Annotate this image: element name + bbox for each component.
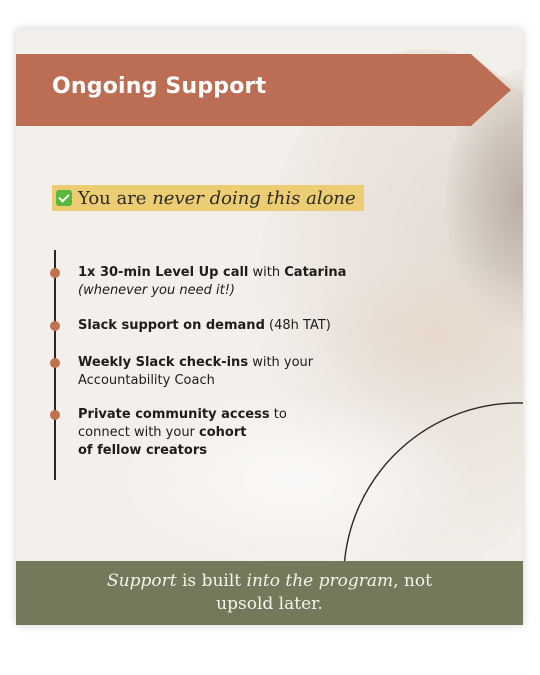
- item-text: with: [248, 265, 285, 280]
- item-text: connect with your: [78, 425, 200, 440]
- support-card: Ongoing Support You are never doing this…: [16, 29, 523, 625]
- list-item: 1x 30-min Level Up call with Catarina (w…: [78, 264, 378, 300]
- check-mark-icon: [56, 190, 72, 206]
- footer-italic: Support: [107, 571, 177, 591]
- bullet-dot: [50, 410, 60, 420]
- item-bold: Slack support on demand: [78, 318, 265, 333]
- footer-banner: Support is built into the program, not u…: [16, 561, 523, 625]
- bullet-dot: [50, 268, 60, 278]
- item-bold: Catarina: [284, 265, 347, 280]
- tagline-prefix: You are: [78, 187, 147, 209]
- banner-arrow-shape: [16, 54, 511, 126]
- list-item: Weekly Slack check-ins with your Account…: [78, 354, 378, 390]
- list-item: Private community access to connect with…: [78, 406, 378, 460]
- item-text: with your: [248, 355, 314, 370]
- footer-plain: , not: [393, 571, 432, 591]
- list-item: Slack support on demand (48h TAT): [78, 317, 378, 335]
- bullet-dot: [50, 358, 60, 368]
- item-text: Accountability Coach: [78, 373, 215, 388]
- bullet-dot: [50, 321, 60, 331]
- tagline-emphasis: never doing this alone: [152, 187, 356, 209]
- footer-italic: into the program: [246, 571, 394, 591]
- tagline-highlight: You are never doing this alone: [52, 185, 364, 211]
- item-bold: Private community access: [78, 407, 270, 422]
- item-italic: (whenever you need it!): [78, 283, 235, 298]
- title-banner: Ongoing Support: [16, 54, 511, 126]
- item-bold: 1x 30-min Level Up call: [78, 265, 249, 280]
- footer-plain: is built: [176, 571, 247, 591]
- background-photo-bedding: [116, 389, 476, 569]
- decorative-arc: [343, 402, 523, 570]
- item-bold: cohort: [199, 425, 247, 440]
- item-text: (48h TAT): [264, 318, 331, 333]
- item-bold: Weekly Slack check-ins: [78, 355, 249, 370]
- item-bold: of fellow creators: [78, 443, 207, 458]
- item-text: to: [269, 407, 287, 422]
- footer-plain: upsold later.: [216, 594, 323, 614]
- footer-text: Support is built into the program, not u…: [107, 570, 432, 616]
- background-photo-hands: [316, 259, 523, 409]
- page-title: Ongoing Support: [52, 74, 267, 99]
